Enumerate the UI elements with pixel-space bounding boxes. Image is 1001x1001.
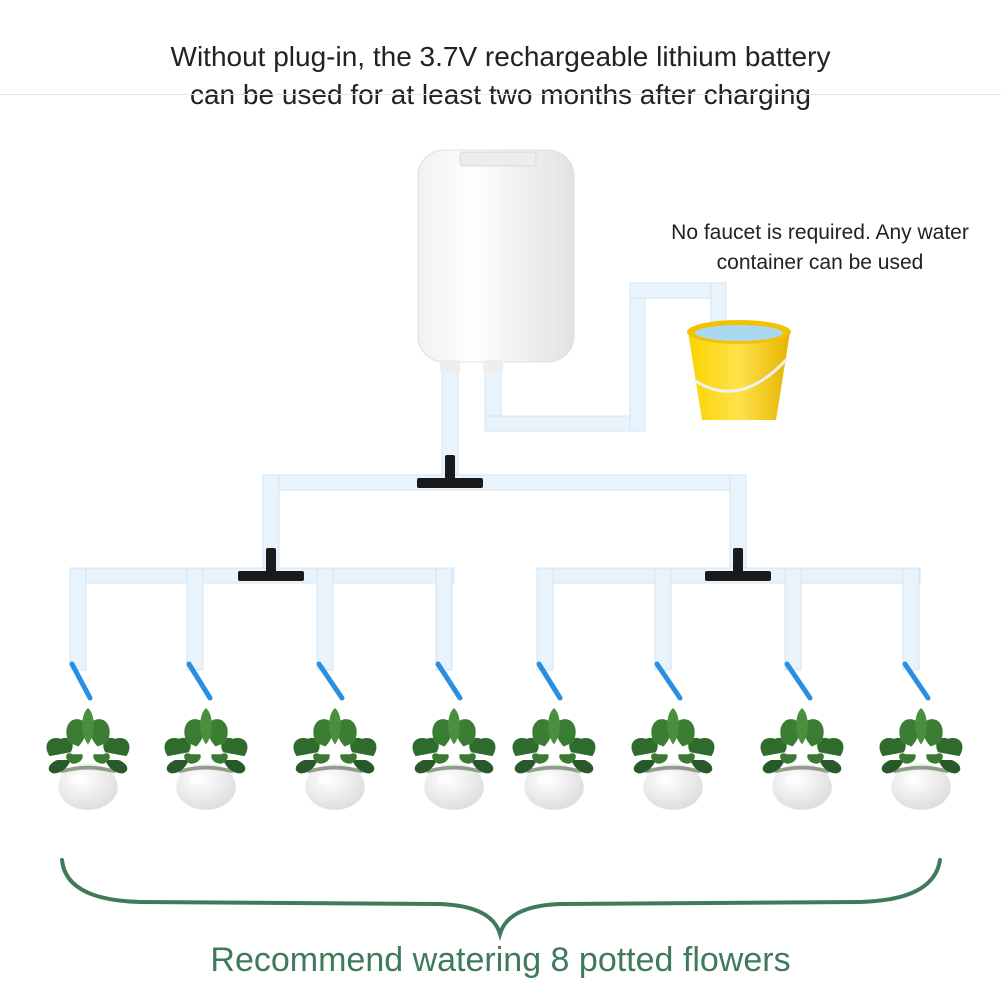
note-line-2: container can be used	[716, 251, 924, 274]
tee-connector	[705, 548, 771, 581]
tee-connector	[417, 455, 483, 488]
potted-plant	[760, 708, 844, 810]
potted-plant	[512, 708, 596, 810]
potted-plant	[293, 708, 377, 810]
headline-line-1: Without plug-in, the 3.7V rechargeable l…	[170, 41, 831, 72]
dripper	[435, 661, 463, 701]
dripper	[536, 661, 563, 701]
potted-plant	[879, 708, 963, 810]
dripper	[316, 661, 345, 701]
tee-connector	[238, 548, 304, 581]
potted-plant	[46, 708, 130, 810]
dripper	[654, 661, 683, 701]
potted-plant	[412, 708, 496, 810]
dripper	[186, 661, 213, 701]
curly-brace	[60, 858, 942, 942]
drippers	[69, 661, 931, 701]
footer-caption: Recommend watering 8 potted flowers	[210, 941, 791, 979]
potted-plant	[164, 708, 248, 810]
potted-plant	[631, 708, 715, 810]
water-bucket	[687, 320, 791, 420]
potted-plants	[46, 708, 963, 810]
dripper	[784, 661, 813, 701]
dripper	[902, 661, 931, 701]
tee-connectors	[238, 455, 771, 581]
guide-line	[0, 94, 1001, 95]
pump-device	[417, 149, 575, 374]
note-line-1: No faucet is required. Any water	[671, 221, 969, 244]
dripper	[69, 661, 93, 701]
